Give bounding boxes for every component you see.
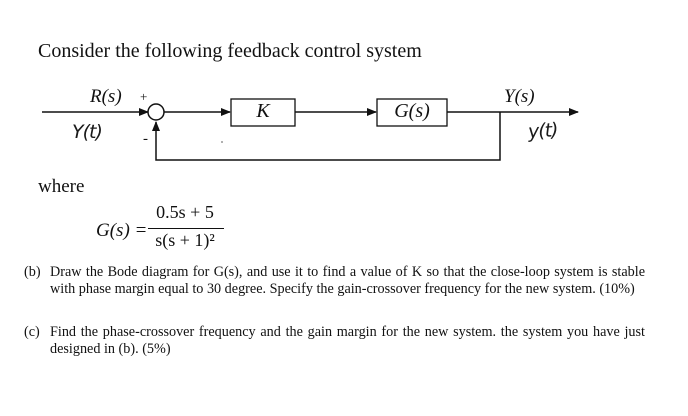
minus-sign: - bbox=[143, 131, 148, 147]
g-block bbox=[376, 98, 448, 127]
summing-junction bbox=[147, 103, 165, 121]
output-label: Y(s) bbox=[504, 86, 535, 107]
block-diagram-lines bbox=[42, 98, 579, 161]
question-text: Draw the Bode diagram for G(s), and use … bbox=[50, 264, 645, 297]
block-diagram: R(s) + - Y(t) K G(s) Y(s) y(t) bbox=[0, 0, 688, 180]
formula-numerator: 0.5s + 5 bbox=[156, 202, 214, 222]
plus-sign: + bbox=[140, 89, 148, 104]
where-label: where bbox=[38, 176, 85, 197]
input-handwritten-note: Y(t) bbox=[72, 121, 103, 143]
feedback-path bbox=[152, 112, 501, 161]
fraction-bar bbox=[148, 228, 224, 230]
plant-label: G(s) bbox=[394, 100, 430, 122]
output-handwritten-note: y(t) bbox=[527, 118, 559, 144]
input-label: R(s) bbox=[90, 86, 122, 107]
formula-denominator: s(s + 1)² bbox=[155, 230, 215, 250]
question-text: Find the phase-crossover frequency and t… bbox=[50, 324, 645, 357]
question-tag: (c) bbox=[24, 324, 40, 340]
problem-heading: Consider the following feedback control … bbox=[38, 40, 422, 62]
question-tag: (b) bbox=[24, 264, 41, 280]
formula-lhs: G(s) = bbox=[96, 220, 148, 241]
controller-label: K bbox=[256, 100, 270, 122]
